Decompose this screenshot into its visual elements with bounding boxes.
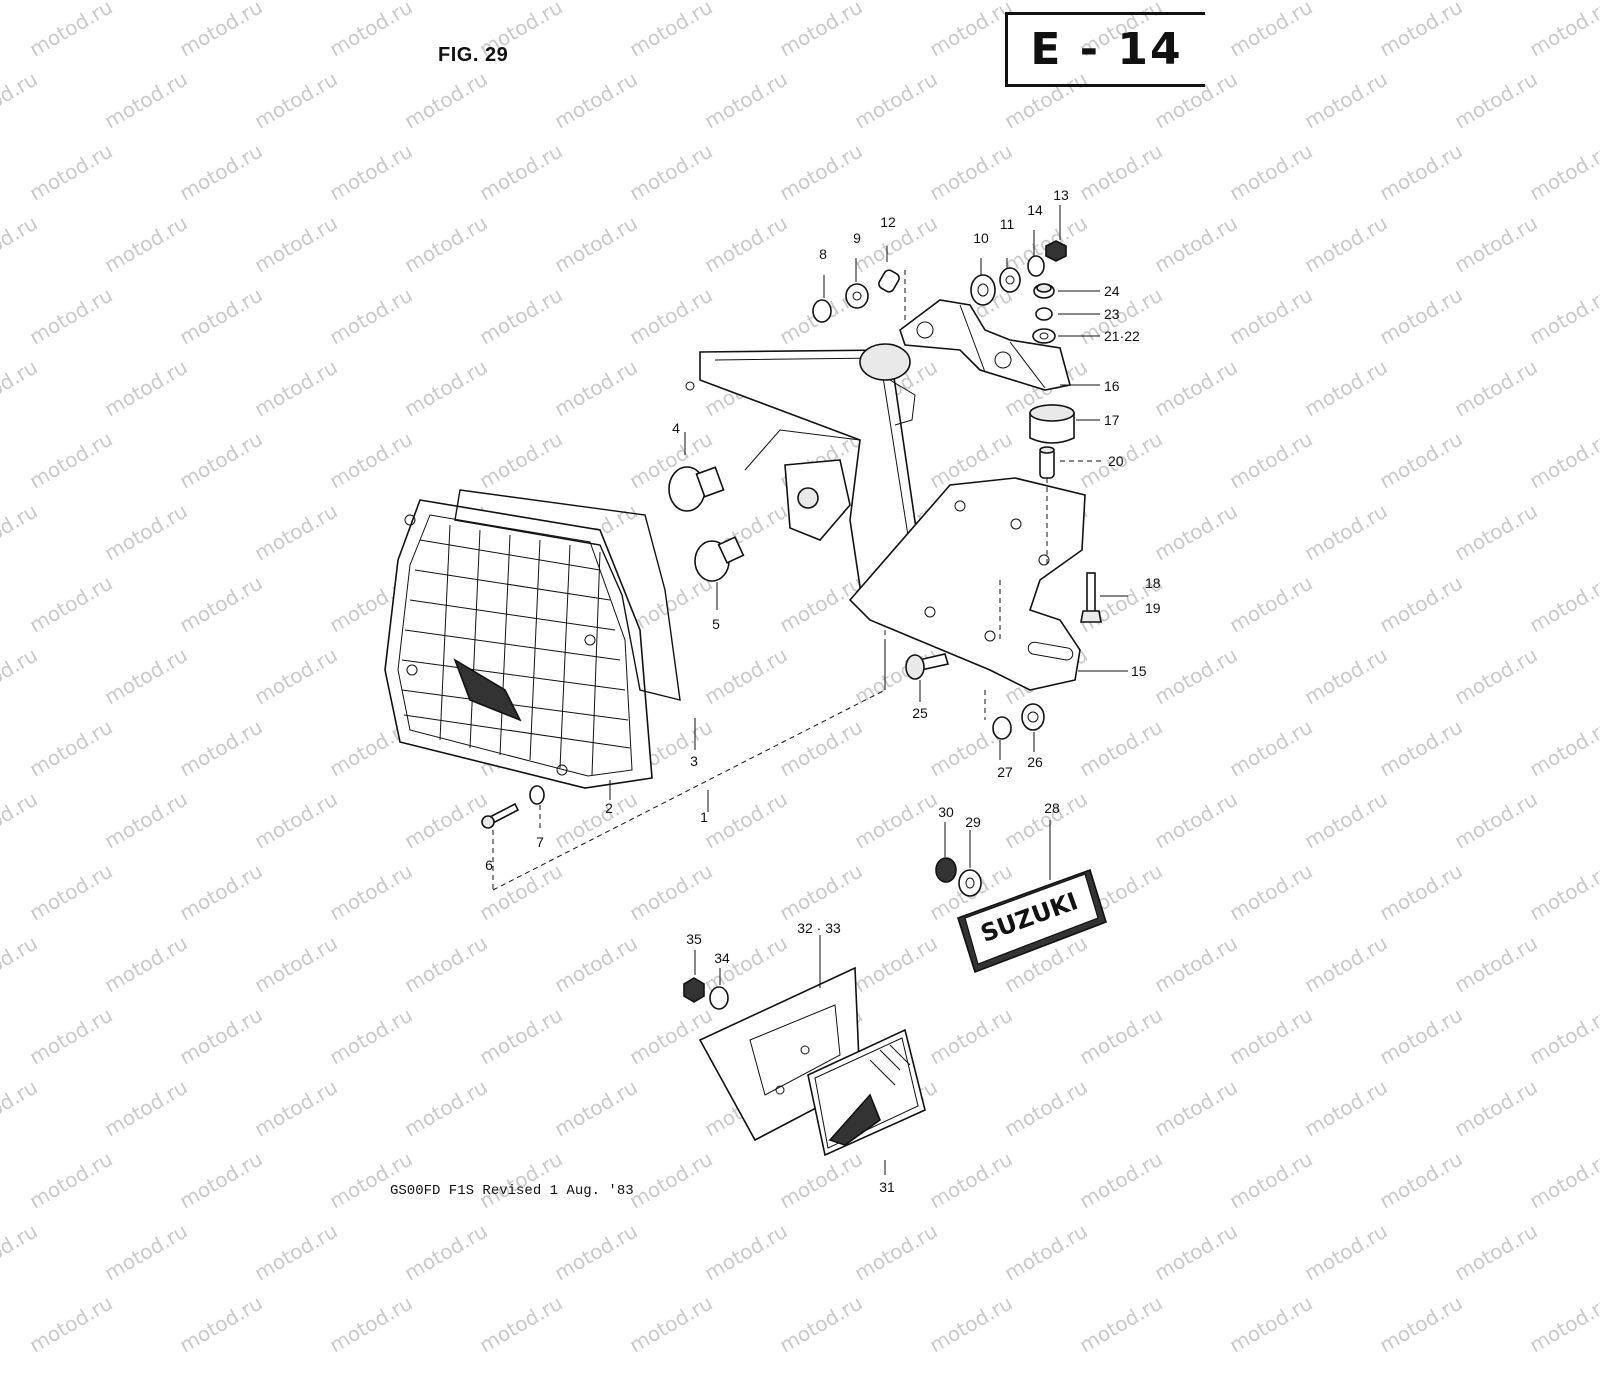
upper-bracket	[899, 299, 1071, 391]
callout-17: 17	[1104, 412, 1120, 428]
watermark-text: motod.ru	[1375, 1290, 1467, 1358]
washer-34	[709, 986, 729, 1010]
nut-30	[935, 857, 957, 883]
small-hardware	[812, 240, 1067, 344]
watermark-text: motod.ru	[25, 1290, 117, 1358]
callout-15: 15	[1131, 663, 1147, 679]
callout-34: 34	[714, 950, 730, 966]
watermark-text: motod.ru	[925, 1290, 1017, 1358]
washer-29	[958, 869, 982, 897]
callout-31: 31	[879, 1179, 895, 1195]
callout-12: 12	[880, 214, 896, 230]
callout-21-22: 21·22	[1104, 328, 1140, 344]
bolt-18-19	[1080, 572, 1102, 623]
reflector	[807, 1028, 926, 1157]
nut-35	[683, 977, 705, 1003]
callout-10: 10	[973, 230, 989, 246]
watermark-text: motod.ru	[1525, 1290, 1600, 1358]
callout-35: 35	[686, 931, 702, 947]
watermark-text: motod.ru	[475, 1290, 567, 1358]
callout-25: 25	[912, 705, 928, 721]
washer-27	[992, 716, 1012, 740]
callout-24: 24	[1104, 283, 1120, 299]
callout-14: 14	[1027, 202, 1043, 218]
watermark-text: motod.ru	[1000, 1218, 1092, 1286]
watermark-text: motod.ru	[1450, 1218, 1542, 1286]
watermark-text: motod.ru	[1225, 1290, 1317, 1358]
watermark-text: motod.ru	[175, 1290, 267, 1358]
rubber-damper	[1029, 404, 1075, 444]
watermark-text: motod.ru	[625, 1290, 717, 1358]
tail-lamp-housing	[685, 343, 926, 601]
washer-7	[529, 785, 545, 805]
callout-8: 8	[819, 246, 827, 262]
callout-16: 16	[1104, 378, 1120, 394]
bulb-4	[668, 466, 725, 512]
lens-gasket	[454, 489, 681, 701]
lens	[384, 499, 653, 789]
callout-5: 5	[712, 616, 720, 632]
screw-25	[905, 653, 950, 680]
watermark-text: motod.ru	[1300, 1218, 1392, 1286]
leader-lines	[492, 205, 1128, 1175]
callout-19: 19	[1145, 600, 1161, 616]
callout-26: 26	[1027, 754, 1043, 770]
callout-2: 2	[605, 800, 613, 816]
nut-26	[1021, 703, 1045, 731]
callout-4: 4	[672, 420, 680, 436]
watermark-text: motod.ru	[400, 1218, 492, 1286]
footer-note: GS00FD F1S Revised 1 Aug. '83	[390, 1183, 634, 1199]
callout-28: 28	[1044, 800, 1060, 816]
watermark-text: motod.ru	[250, 1218, 342, 1286]
callout-9: 9	[853, 230, 861, 246]
watermark-text: motod.ru	[550, 1218, 642, 1286]
watermark-text: motod.ru	[325, 1290, 417, 1358]
page-code-box: E - 14	[1005, 12, 1205, 87]
callout-6: 6	[485, 857, 493, 873]
watermark-text: motod.ru	[850, 1218, 942, 1286]
callout-1: 1	[700, 809, 708, 825]
watermark-text: motod.ru	[0, 1218, 42, 1286]
watermark-text: motod.ru	[775, 1290, 867, 1358]
collar	[1039, 446, 1055, 479]
exploded-parts-diagram: SUZUKI	[384, 187, 1161, 1195]
watermark-text: motod.ru	[1075, 1290, 1167, 1358]
figure-label: FIG. 29	[438, 44, 509, 66]
watermark-text: motod.ru	[1150, 1218, 1242, 1286]
callout-32-33: 32 · 33	[797, 920, 841, 936]
callout-7: 7	[536, 834, 544, 850]
watermark-text: motod.ru	[100, 1218, 192, 1286]
mounting-bracket	[848, 477, 1086, 691]
callout-23: 23	[1104, 306, 1120, 322]
callout-numbers: 1 2 3 4 5 6 7 8 9 10 11 12 13 14 15 16 1…	[485, 187, 1161, 1195]
callout-3: 3	[690, 753, 698, 769]
callout-30: 30	[938, 804, 954, 820]
callout-11: 11	[1000, 216, 1015, 232]
screw-6	[481, 802, 520, 829]
callout-13: 13	[1053, 187, 1069, 203]
callout-18: 18	[1145, 575, 1161, 591]
watermark-text: motod.ru	[700, 1218, 792, 1286]
callout-20: 20	[1108, 453, 1124, 469]
page-code: E - 14	[1030, 24, 1183, 75]
callout-29: 29	[965, 814, 981, 830]
bulb-5	[694, 536, 745, 582]
callout-27: 27	[997, 764, 1013, 780]
